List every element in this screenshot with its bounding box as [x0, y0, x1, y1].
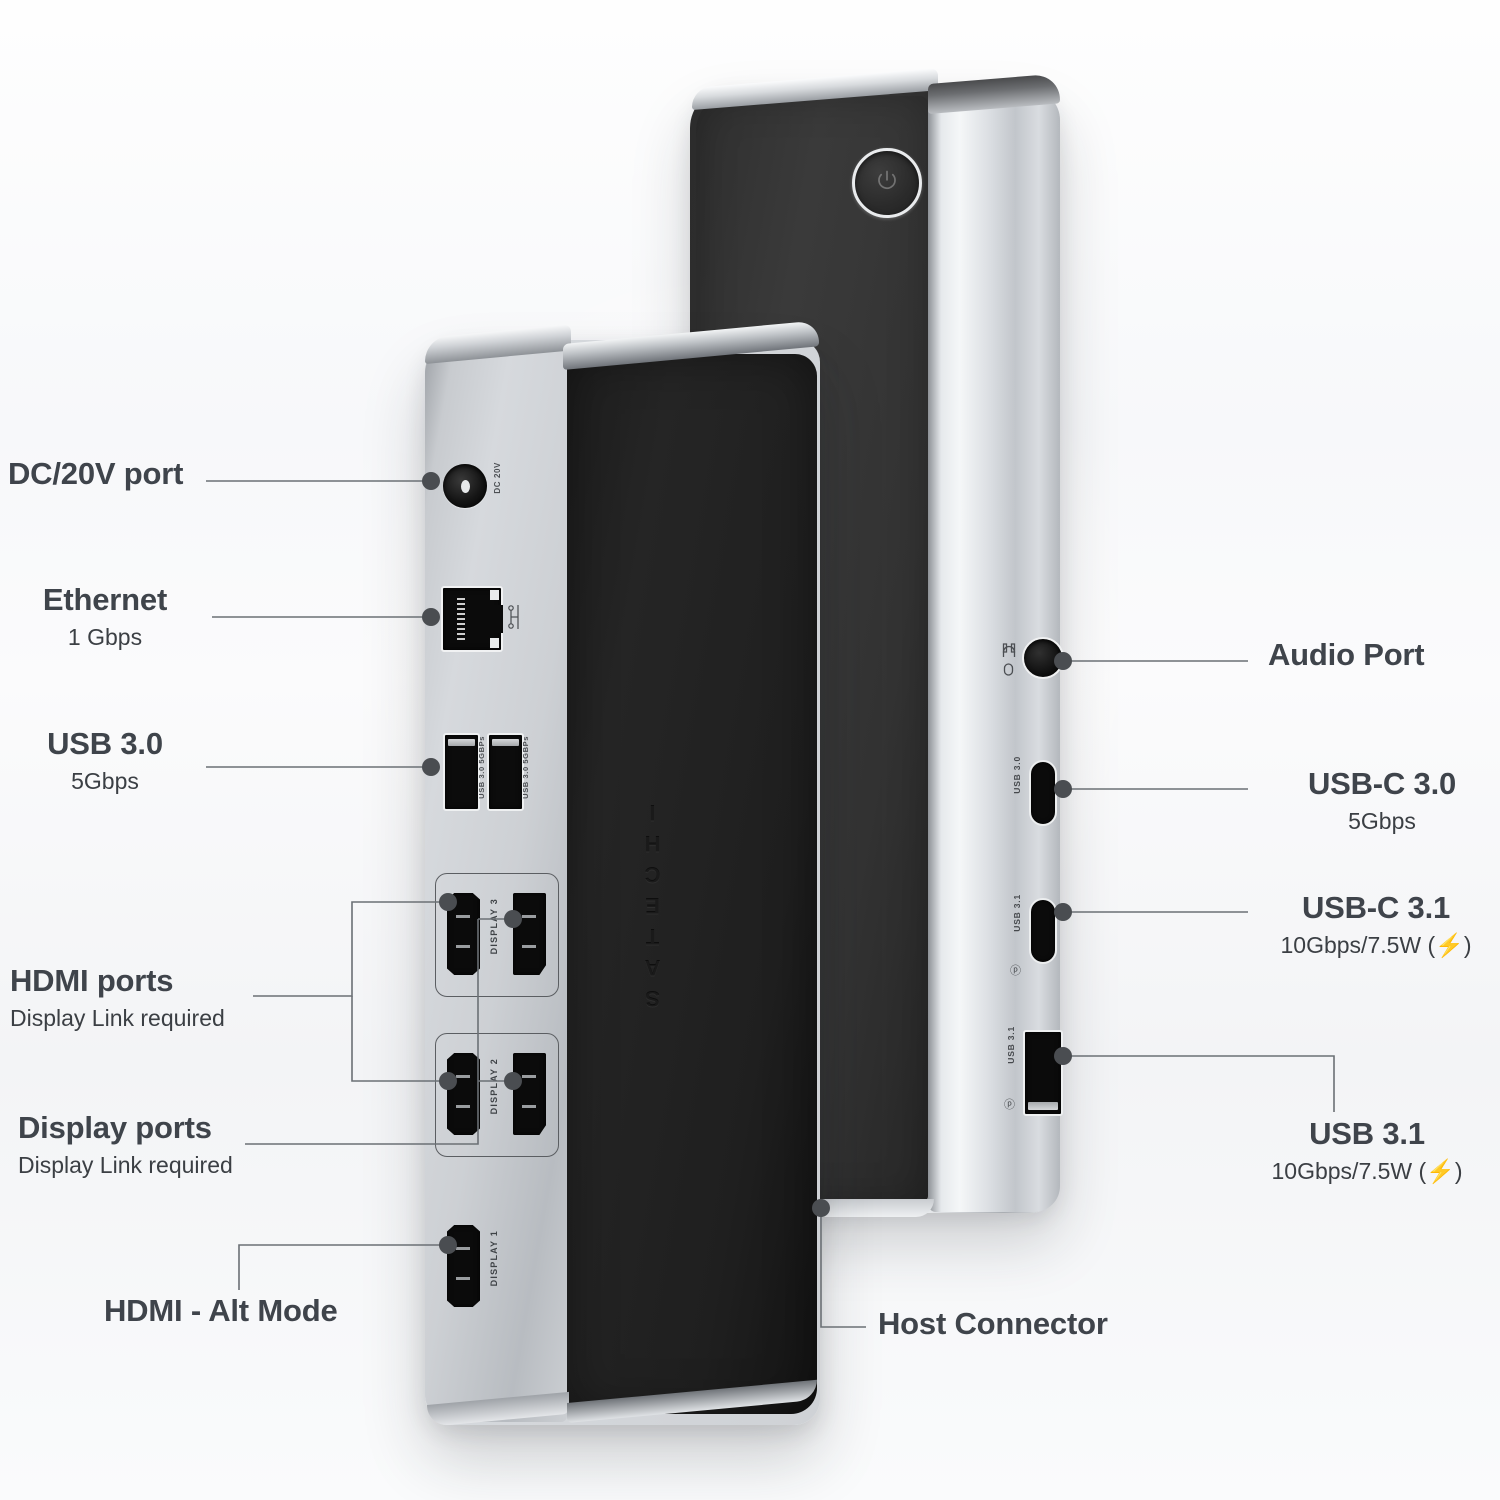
label-hdmi-ports-sub: Display Link required — [10, 1004, 225, 1031]
hdmi-pin-row-2 — [456, 945, 470, 948]
usb-c-3-0-port[interactable] — [1029, 760, 1057, 826]
label-usb-3-1-sub: 10Gbps/7.5W (⚡) — [1271, 1157, 1463, 1184]
dp-pin-row-1 — [522, 915, 536, 918]
dc-20v-port[interactable] — [443, 464, 487, 508]
dc-20v-marking: DC 20V — [493, 462, 502, 494]
label-audio-port-title: Audio Port — [1268, 637, 1425, 672]
dp-pin-row-1 — [522, 1075, 536, 1078]
display-2-marking: DISPLAY 2 — [489, 1058, 499, 1115]
charge-glyph-usb-3-1: ⓓ — [1004, 1097, 1015, 1109]
hdmi-pin-row-1 — [456, 1075, 470, 1078]
label-hdmi-ports-title: HDMI ports — [10, 963, 174, 998]
usb-a-tongue — [492, 739, 519, 746]
ethernet-icon — [507, 602, 523, 637]
usb-3-1-port[interactable] — [1023, 1030, 1063, 1116]
hdmi-pin-row-2 — [456, 1277, 470, 1280]
brand-wordmark-front: SATECHI — [640, 795, 665, 1012]
ethernet-notch — [487, 605, 503, 633]
usb-c-3-1-port[interactable] — [1029, 898, 1057, 964]
label-audio-port: Audio Port — [1268, 637, 1425, 672]
display-1-marking: DISPLAY 1 — [489, 1230, 499, 1287]
label-usb-c-3-0-sub: 5Gbps — [1348, 807, 1416, 834]
dc-center-pin — [461, 480, 470, 493]
label-ethernet-title: Ethernet — [42, 582, 168, 617]
label-usb-c-3-1-title: USB-C 3.1 — [1301, 890, 1451, 925]
usb-3-0-port-2[interactable] — [487, 733, 524, 811]
displayport-display-2[interactable] — [513, 1053, 546, 1135]
dock-front-dark-panel — [565, 354, 817, 1414]
label-usb-3-1-title: USB 3.1 — [1309, 1116, 1425, 1151]
leader-usb-3-1 — [1063, 1055, 1335, 1112]
ethernet-pins — [457, 598, 465, 640]
leader-host-connector — [820, 1208, 866, 1328]
label-hdmi-ports: HDMI ports Display Link required — [10, 963, 225, 1034]
ethernet-port[interactable] — [441, 586, 503, 652]
charge-glyph-usb-c-3-1: ⓓ — [1010, 963, 1021, 975]
ethernet-clip-top — [490, 590, 499, 600]
label-usb-3-0-title: USB 3.0 — [47, 726, 163, 761]
label-ethernet: Ethernet 1 Gbps — [0, 582, 210, 653]
label-dc-port-title: DC/20V port — [8, 456, 184, 491]
power-icon — [874, 168, 900, 199]
dp-pin-row-2 — [522, 1105, 536, 1108]
hdmi-pin-row-2 — [456, 1105, 470, 1108]
leader-hdmi-upper — [253, 901, 448, 997]
label-usb-c-3-1: USB-C 3.1 10Gbps/7.5W (⚡) — [1252, 890, 1500, 961]
usb-3-0-port-1[interactable] — [443, 733, 480, 811]
label-host-connector: Host Connector — [878, 1306, 1108, 1341]
usb-3-1-marking: USB 3.1 — [1006, 1026, 1016, 1064]
usb-a-tongue — [1028, 1102, 1058, 1110]
hdmi-port-display-1[interactable] — [447, 1225, 480, 1307]
label-dc-port: DC/20V port — [8, 456, 184, 491]
dp-pin-row-2 — [522, 945, 536, 948]
label-display-ports-sub: Display Link required — [18, 1151, 233, 1178]
display-3-marking: DISPLAY 3 — [489, 898, 499, 955]
usb-c-3-1-marking: USB 3.1 — [1012, 894, 1022, 932]
audio-port[interactable] — [1022, 637, 1064, 679]
hdmi-port-display-2[interactable] — [447, 1053, 480, 1135]
displayport-display-3[interactable] — [513, 893, 546, 975]
label-usb-c-3-0-title: USB-C 3.0 — [1307, 766, 1457, 801]
label-hdmi-alt-mode-title: HDMI - Alt Mode — [104, 1293, 338, 1328]
label-usb-c-3-0: USB-C 3.0 5Gbps — [1264, 766, 1500, 837]
power-button[interactable] — [852, 148, 922, 218]
label-host-connector-title: Host Connector — [878, 1306, 1108, 1341]
usb-3-0-marking-1: USB 3.0 5GBPs — [477, 736, 486, 799]
label-ethernet-sub: 1 Gbps — [67, 623, 143, 650]
label-display-ports: Display ports Display Link required — [18, 1110, 233, 1181]
label-usb-3-0: USB 3.0 5Gbps — [0, 726, 210, 797]
usb-c-3-0-marking: USB 3.0 — [1012, 756, 1022, 794]
headphone-mic-icon — [1002, 634, 1016, 679]
label-usb-3-0-sub: 5Gbps — [71, 767, 139, 794]
usb-3-0-marking-2: USB 3.0 5GBPs — [521, 736, 530, 799]
label-usb-c-3-1-sub: 10Gbps/7.5W (⚡) — [1280, 931, 1472, 958]
label-display-ports-title: Display ports — [18, 1110, 212, 1145]
hdmi-port-display-3[interactable] — [447, 893, 480, 975]
label-hdmi-alt-mode: HDMI - Alt Mode — [104, 1293, 338, 1328]
usb-a-tongue — [448, 739, 475, 746]
hdmi-pin-row-1 — [456, 1247, 470, 1250]
label-usb-3-1: USB 3.1 10Gbps/7.5W (⚡) — [1234, 1116, 1500, 1187]
ethernet-clip-bottom — [490, 638, 499, 648]
hdmi-pin-row-1 — [456, 915, 470, 918]
leader-hdmi-alt-mode — [238, 1244, 448, 1290]
dock-front-unit: SATECHI DC 20V USB 3.0 5GBPs — [425, 320, 820, 1427]
